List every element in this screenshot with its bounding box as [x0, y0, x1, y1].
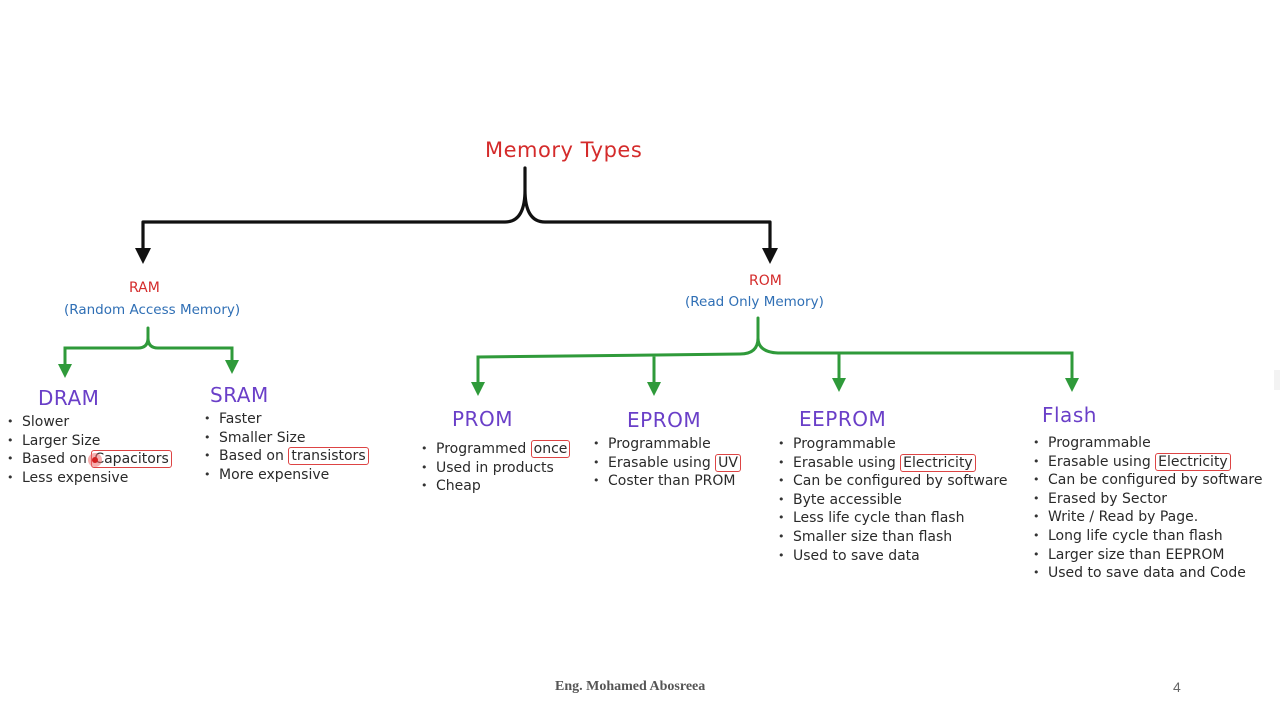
list-item-text: Based on: [219, 448, 284, 465]
sram-list: Faster Smaller Size Based on transistors…: [204, 410, 369, 484]
footer-author: Eng. Mohamed Abosreea: [555, 679, 706, 694]
list-item: Used to save data and Code: [1033, 564, 1262, 583]
list-item: Based on transistors: [204, 447, 369, 466]
highlight-box: once: [530, 440, 571, 458]
highlight-box: Electricity: [1155, 452, 1231, 471]
edge-mark: [1274, 370, 1280, 390]
list-item: Programmable: [1033, 434, 1262, 453]
list-item: Larger size than EEPROM: [1033, 546, 1262, 565]
page-number: 4: [1173, 679, 1181, 695]
list-item: Faster: [204, 410, 369, 429]
list-item: Long life cycle than flash: [1033, 527, 1262, 546]
arrow-to-rom: [762, 248, 778, 264]
rom-brace: [476, 316, 1074, 386]
list-item: Used in products: [421, 459, 570, 478]
list-item: Can be configured by software: [778, 472, 1007, 491]
prom-title: PROM: [452, 407, 513, 431]
flash-list: Programmable Erasable using Electricity …: [1033, 434, 1262, 583]
arrow-to-ram: [135, 248, 151, 264]
pointer-cursor-icon: [88, 453, 103, 468]
list-item: Erasable using UV: [593, 453, 741, 473]
list-item: Smaller Size: [204, 429, 369, 448]
list-item: Coster than PROM: [593, 472, 741, 491]
list-item: Cheap: [421, 477, 570, 496]
list-item: Erased by Sector: [1033, 490, 1262, 509]
list-item: Erasable using Electricity: [1033, 452, 1262, 472]
arrow-to-eeprom: [832, 378, 846, 392]
list-item: Less expensive: [7, 469, 172, 488]
highlight-box: Capacitors: [91, 450, 172, 469]
list-item: Larger Size: [7, 432, 172, 451]
eprom-list: Programmable Erasable using UV Coster th…: [593, 435, 741, 491]
highlight-box: Electricity: [900, 453, 976, 472]
dram-list: Slower Larger Size Based on Capacitors L…: [7, 413, 172, 487]
dram-title: DRAM: [38, 386, 100, 410]
eeprom-list: Programmable Erasable using Electricity …: [778, 435, 1007, 565]
list-item: Programmable: [778, 435, 1007, 454]
list-item-text: Erasable using: [793, 454, 896, 471]
arrow-to-flash: [1065, 378, 1079, 392]
rom-label: ROM: [749, 273, 782, 289]
list-item: Slower: [7, 413, 172, 432]
memory-types-brace: [141, 166, 772, 260]
eeprom-title: EEPROM: [799, 407, 887, 431]
ram-fullname: (Random Access Memory): [64, 302, 241, 318]
ram-brace: [63, 326, 234, 370]
prom-list: Programmed once Used in products Cheap: [421, 440, 571, 496]
list-item: Programmed once: [421, 440, 571, 459]
list-item: Write / Read by Page.: [1033, 508, 1262, 527]
ram-label: RAM: [129, 280, 160, 296]
diagram-title: Memory Types: [485, 138, 643, 162]
list-item: Programmable: [593, 435, 741, 454]
list-item: More expensive: [204, 466, 369, 485]
list-item-text: Based on: [22, 451, 87, 468]
arrow-to-dram: [58, 364, 72, 378]
list-item-text: Programmed: [436, 441, 527, 457]
list-item: Can be configured by software: [1033, 471, 1262, 490]
eprom-title: EPROM: [627, 408, 702, 432]
list-item: Erasable using Electricity: [778, 453, 1007, 473]
list-item: Less life cycle than flash: [778, 509, 1007, 528]
arrow-to-sram: [225, 360, 239, 374]
list-item: Used to save data: [778, 547, 1007, 566]
rom-fullname: (Read Only Memory): [685, 294, 824, 310]
flash-title: Flash: [1042, 403, 1097, 427]
list-item: Based on Capacitors: [7, 450, 172, 469]
list-item-text: Erasable using: [1048, 453, 1151, 470]
highlight-box: transistors: [288, 447, 369, 466]
arrow-to-eprom: [647, 382, 661, 396]
list-item: Byte accessible: [778, 491, 1007, 510]
sram-title: SRAM: [210, 383, 269, 407]
arrow-to-prom: [471, 382, 485, 396]
highlight-box: UV: [715, 453, 741, 472]
list-item-text: Erasable using: [608, 454, 711, 471]
list-item: Smaller size than flash: [778, 528, 1007, 547]
